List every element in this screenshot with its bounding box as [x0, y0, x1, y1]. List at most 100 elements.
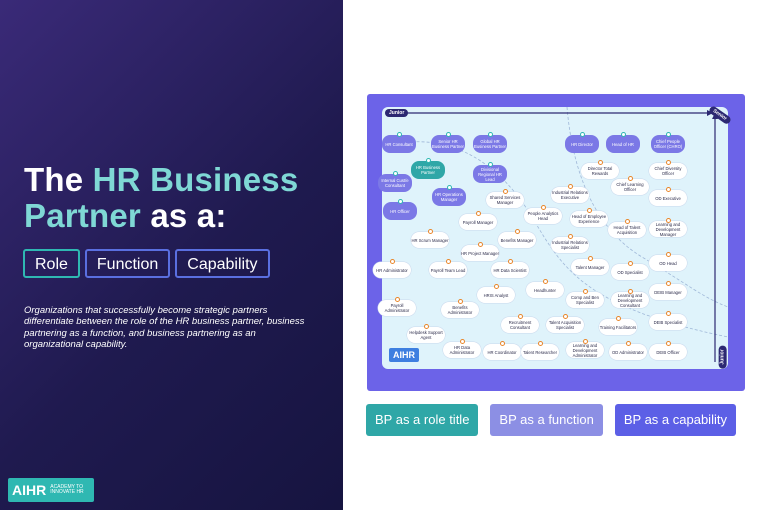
career-node: DEIB Specialist: [649, 311, 687, 330]
map-logo: AIHR: [389, 348, 419, 362]
node-dot-icon: [389, 259, 395, 264]
career-node: Headhunter: [526, 279, 564, 298]
pill-function: Function: [84, 249, 171, 278]
node-label: Learning and Development Manager: [655, 221, 681, 237]
node-dot-icon: [446, 185, 452, 190]
node-dot-icon: [567, 234, 573, 239]
career-node: Learning and Development Administrator: [566, 339, 604, 358]
career-node: OD Executive: [649, 187, 687, 206]
node-dot-icon: [445, 132, 451, 137]
career-node: Head of Talent Acquisition: [608, 219, 646, 238]
node-dot-icon: [457, 299, 463, 304]
node-label: Payroll Team Lead: [430, 267, 466, 273]
node-dot-icon: [459, 339, 465, 344]
node-label: Chief Learning Officer: [616, 182, 644, 192]
career-node: DEIB Manager: [649, 281, 687, 300]
title-part: The: [24, 161, 93, 198]
node-label: HR Administrator: [376, 267, 408, 273]
node-dot-icon: [392, 171, 398, 176]
node-dot-icon: [586, 208, 592, 213]
career-node: Payroll Administrator: [378, 297, 416, 316]
pill-capability: Capability: [175, 249, 270, 278]
node-dot-icon: [665, 311, 671, 316]
career-node: HR Scrum Manager: [411, 229, 449, 248]
node-label: HR Scrum Manager: [411, 237, 449, 243]
node-dot-icon: [396, 132, 402, 137]
hero-panel: The HR Business Partner as a: Role Funct…: [0, 0, 343, 510]
node-dot-icon: [537, 341, 543, 346]
career-node: OD Head: [649, 252, 687, 271]
node-label: HR Project Manager: [461, 250, 499, 256]
node-label: Divisional Regional HR Lead: [478, 166, 502, 182]
node-label: Industrial Relations Specialist: [552, 240, 588, 250]
career-node: Recruitment Consultant: [501, 314, 539, 333]
bp-capability-button[interactable]: BP as a capability: [614, 404, 736, 436]
node-dot-icon: [625, 341, 631, 346]
node-dot-icon: [487, 162, 493, 167]
node-label: Talent Manager: [575, 264, 605, 270]
node-label: Head of HR: [612, 141, 634, 147]
node-label: Recruitment Consultant: [508, 320, 532, 330]
career-node: HR Operations Manager: [432, 185, 466, 206]
node-label: Talent Acquisition Specialist: [548, 320, 582, 330]
career-node: Chief Learning Officer: [611, 176, 649, 195]
career-node: Senior HR Business Partner: [431, 132, 465, 153]
career-node: Payroll Team Lead: [429, 259, 467, 278]
career-node: Payroll Manager: [459, 211, 497, 230]
node-dot-icon: [423, 324, 429, 329]
career-node: Director Total Rewards: [581, 160, 619, 179]
node-dot-icon: [425, 158, 431, 163]
node-dot-icon: [627, 176, 633, 181]
node-dot-icon: [394, 297, 400, 302]
node-label: Training Facilitators: [599, 324, 637, 330]
node-label: Director Total Rewards: [587, 166, 613, 176]
career-node: Internal Cust/e Consultant: [378, 171, 412, 192]
node-label: Payroll Manager: [462, 219, 494, 225]
node-label: OD Specialist: [617, 269, 643, 275]
node-label: Payroll Administrator: [384, 303, 410, 313]
career-node: Training Facilitators: [599, 316, 637, 335]
axis-junior-label: Junior: [385, 109, 409, 117]
career-node: Talent Manager: [571, 256, 609, 275]
node-dot-icon: [493, 284, 499, 289]
career-node: Helpdesk Support Agent: [407, 324, 445, 343]
node-label: HR Data Scientist: [493, 267, 527, 273]
career-node: Learning and Development Consultant: [611, 289, 649, 308]
node-dot-icon: [615, 316, 621, 321]
career-node: People Analytics Head: [524, 205, 562, 224]
node-dot-icon: [502, 189, 508, 194]
node-label: Talent Researcher: [523, 349, 557, 355]
career-node: HR Business Partner: [411, 158, 445, 179]
node-dot-icon: [582, 339, 588, 344]
title-part: as a:: [140, 197, 227, 234]
node-label: HR Business Partner: [415, 165, 441, 175]
career-node: HR Director: [565, 132, 599, 153]
node-label: DEIB Specialist: [653, 319, 683, 325]
node-dot-icon: [477, 242, 483, 247]
node-label: Benefits Administrator: [447, 305, 473, 315]
axis-junior-label-vertical: Junior: [718, 345, 727, 369]
career-node: Benefits Manager: [498, 229, 536, 248]
node-label: Head of Employee Experience: [571, 214, 607, 224]
node-label: HR Consultant: [385, 141, 413, 147]
bp-role-button[interactable]: BP as a role title: [366, 404, 479, 436]
node-label: HR Operations Manager: [435, 192, 463, 202]
bp-function-button[interactable]: BP as a function: [490, 404, 603, 436]
pill-role: Role: [23, 249, 80, 278]
node-dot-icon: [397, 199, 403, 204]
node-dot-icon: [427, 229, 433, 234]
career-node: Global HR Business Partner: [473, 132, 507, 153]
node-dot-icon: [507, 259, 513, 264]
career-node: HR Officer: [383, 199, 417, 220]
node-label: Global HR Business Partner: [474, 139, 506, 149]
career-node: Shared Services Manager: [486, 189, 524, 208]
node-label: DEIB Manager: [654, 289, 682, 295]
logo-subtitle: ACADEMY TO INNOVATE HR: [50, 483, 84, 495]
node-label: Head of Talent Acquisition: [613, 225, 641, 235]
node-label: HR Coordinator: [487, 349, 517, 355]
career-node: Comp and Ben Specialist: [566, 289, 604, 308]
node-label: OD Executive: [655, 195, 681, 201]
career-node: Talent Researcher: [521, 341, 559, 360]
node-dot-icon: [542, 279, 548, 284]
career-node: HR Data Scientist: [491, 259, 529, 278]
